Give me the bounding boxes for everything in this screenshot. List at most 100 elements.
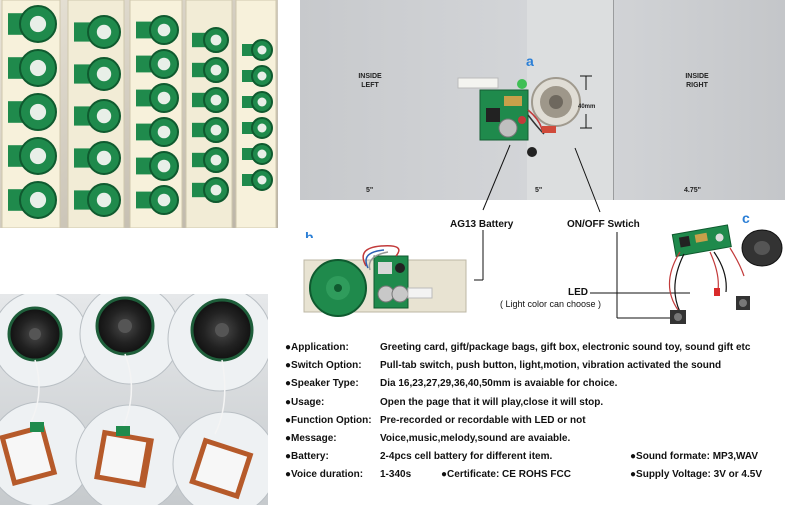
spec-key: ●Function Option: [285, 414, 372, 426]
dim-center-label: 5" [535, 187, 543, 194]
spec-row: ●Function Option: Pre-recorded or recorda… [285, 415, 785, 429]
speakers-photo-svg [0, 294, 268, 505]
mini-pcb [136, 21, 152, 39]
spec-value: Dia 16,23,27,29,36,40,50mm is avaiable f… [380, 378, 618, 390]
spec-value: Pre-recorded or recordable with LED or n… [380, 414, 586, 426]
mini-speaker-center [29, 147, 47, 165]
dim-left-label: 5" [366, 187, 374, 194]
mini-speaker-center [257, 71, 267, 81]
mini-speaker-center [96, 192, 112, 208]
card-panel-right [613, 0, 785, 200]
mini-pcb [242, 70, 253, 82]
mini-speaker-center [96, 150, 112, 166]
mini-pcb [192, 122, 206, 138]
spec-key: ●Usage: [285, 396, 325, 408]
mini-speaker-center [29, 103, 47, 121]
mini-speaker-center [157, 57, 171, 71]
mini-speaker-center [157, 125, 171, 139]
mini-pcb [74, 190, 92, 210]
module-b-illustration [296, 238, 474, 318]
spec-value: Pull-tab switch, push button, light,moti… [380, 360, 722, 372]
mini-speaker-center [210, 34, 222, 46]
mini-speaker-center [210, 64, 222, 76]
spec-row: ●Voice duration: 1-340s [285, 469, 785, 483]
mini-pcb [74, 148, 92, 168]
mini-speaker-center [157, 23, 171, 37]
spec-key: ●Battery: [285, 451, 329, 463]
spec-row: ●Battery:2-4pcs cell battery for differe… [285, 451, 785, 465]
cards-photo-svg [0, 0, 278, 228]
mini-pcb [136, 123, 152, 141]
mini-pcb [242, 96, 253, 108]
mini-pcb [136, 55, 152, 73]
mini-speaker-center [210, 154, 222, 166]
mini-speaker-center [210, 124, 222, 136]
mini-speaker-center [96, 108, 112, 124]
mini-speaker-center [157, 159, 171, 173]
mini-speaker-center [210, 94, 222, 106]
card-fold-line [613, 0, 614, 200]
mini-speaker-center [257, 123, 267, 133]
spec-sound-format: ●Sound formate: MP3,WAV [630, 451, 759, 462]
led-label: LED [568, 287, 588, 298]
mini-speaker-center [157, 193, 171, 207]
product-photo-speakers [0, 294, 268, 505]
mini-speaker-center [96, 24, 112, 40]
card-module-photo: INSIDE LEFT INSIDE RIGHT 5" 5" 4.75" a 4… [300, 0, 785, 200]
spec-value: Voice,music,melody,sound are avaiable. [380, 433, 571, 444]
mini-pcb [74, 64, 92, 84]
spec-supply-voltage: ●Supply Voltage: 3V or 4.5V [630, 469, 762, 480]
spec-value: Greeting card, gift/package bags, gift b… [380, 342, 751, 353]
spec-key: ●Voice duration: [285, 469, 364, 481]
mini-pcb [136, 191, 152, 209]
inside-right-label: INSIDE RIGHT [685, 73, 709, 89]
callout-letter-a: a [526, 53, 534, 69]
mini-speaker-center [157, 91, 171, 105]
led-note-label: ( Light color can choose ) [500, 299, 602, 309]
switch-label: ON/OFF Swtich [567, 219, 640, 230]
mini-pcb [192, 32, 206, 48]
dim-speaker-label: 40mm [578, 104, 596, 110]
mini-pcb [242, 44, 253, 56]
mini-speaker-center [257, 45, 267, 55]
mini-speaker-center [257, 149, 267, 159]
mini-pcb [74, 106, 92, 126]
mini-speaker-center [29, 15, 47, 33]
product-photo-cards [0, 0, 278, 228]
card-strip [235, 0, 277, 228]
mini-pcb [192, 182, 206, 198]
mini-pcb [192, 62, 206, 78]
spec-value: 1-340s [380, 469, 412, 481]
mini-speaker-center [257, 97, 267, 107]
mini-pcb [74, 22, 92, 42]
callout-letter-b: b [305, 229, 314, 245]
battery-label: AG13 Battery [450, 219, 514, 230]
mini-speaker-center [29, 191, 47, 209]
mini-pcb [136, 89, 152, 107]
callout-letter-c: c [742, 210, 750, 226]
spec-key: ●Application: [285, 342, 349, 353]
mini-speaker-center [96, 66, 112, 82]
mini-pcb [192, 92, 206, 108]
inside-left-label: INSIDE LEFT [358, 73, 382, 89]
mini-pcb [192, 152, 206, 168]
mini-speaker-center [210, 184, 222, 196]
spec-key: ●Message: [285, 433, 337, 444]
spec-key: ●Speaker Type: [285, 378, 359, 390]
module-c-illustration [668, 224, 783, 324]
module-a-illustration [457, 75, 592, 157]
mini-speaker-center [257, 175, 267, 185]
spec-row: ●Usage: Open the page that it will play,c… [285, 397, 785, 411]
mini-speaker-center [29, 59, 47, 77]
spec-row: ●Speaker Type: Dia 16,23,27,29,36,40,50mm… [285, 378, 785, 392]
dim-right-label: 4.75" [684, 187, 701, 194]
mini-pcb [242, 148, 253, 160]
mini-pcb [136, 157, 152, 175]
mini-pcb [242, 122, 253, 134]
spec-row: ●Switch Option:Pull-tab switch, push but… [285, 360, 785, 374]
mini-pcb [242, 174, 253, 186]
spec-row: ●Message: Voice,music,melody,sound are av… [285, 433, 785, 447]
spec-certificate: ●Certificate: CE ROHS FCC [441, 469, 571, 480]
spec-value: Open the page that it will play,close it… [380, 396, 604, 408]
spec-row: ●Application: Greeting card, gift/package… [285, 342, 785, 356]
